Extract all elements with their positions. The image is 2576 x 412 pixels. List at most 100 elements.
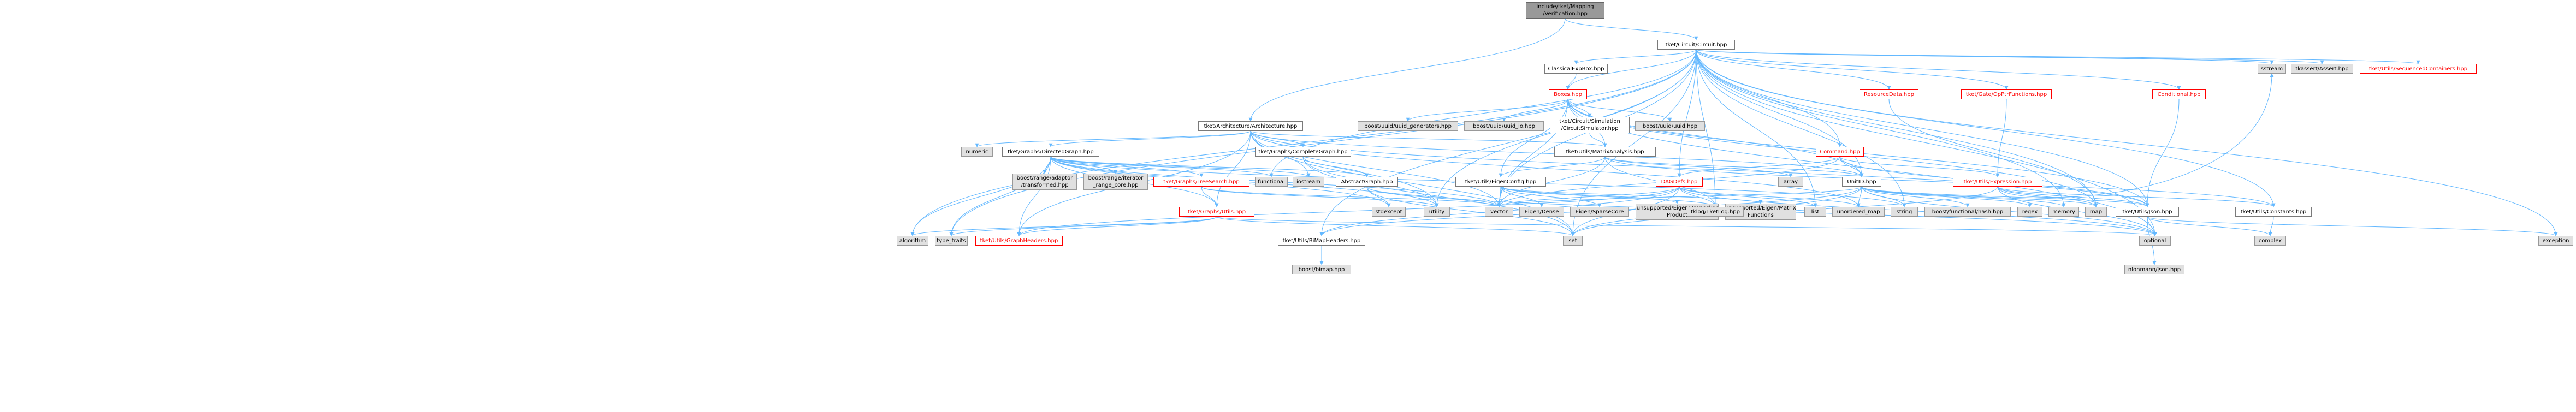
- node-completegraph-hpp[interactable]: tket/Graphs/CompleteGraph.hpp: [1255, 147, 1351, 157]
- node-eigen-dense[interactable]: Eigen/Dense: [1519, 207, 1564, 217]
- node-sstream[interactable]: sstream: [2258, 64, 2286, 74]
- node-dagdefs-hpp[interactable]: DAGDefs.hpp: [1656, 177, 1703, 187]
- include-edge: [1050, 156, 1369, 177]
- include-edge: [1319, 49, 1697, 236]
- node-graphs-utils-hpp[interactable]: tket/Graphs/Utils.hpp: [1179, 207, 1254, 217]
- node-bimapheaders-hpp[interactable]: tket/Utils/BiMapHeaders.hpp: [1278, 236, 1365, 246]
- include-edge: [1696, 49, 2558, 236]
- node-uuid-generators[interactable]: boost/uuid/uuid_generators.hpp: [1358, 121, 1458, 131]
- node-optional[interactable]: optional: [2139, 236, 2171, 246]
- include-edge: [1696, 49, 2273, 64]
- node-tkassert-hpp[interactable]: tkassert/Assert.hpp: [2291, 64, 2353, 74]
- node-verification-hpp[interactable]: include/tket/Mapping /Verification.hpp: [1526, 2, 1604, 19]
- node-range-adaptor-transformed[interactable]: boost/range/adaptor /transformed.hpp: [1012, 174, 1077, 190]
- node-directedgraph-hpp[interactable]: tket/Graphs/DirectedGraph.hpp: [1002, 147, 1099, 157]
- node-algorithm[interactable]: algorithm: [897, 236, 928, 246]
- include-edge: [1888, 99, 2098, 207]
- include-edge: [1566, 49, 1697, 90]
- node-set[interactable]: set: [1563, 236, 1583, 246]
- include-edge: [1500, 186, 1679, 204]
- node-architecture-hpp[interactable]: tket/Architecture/Architecture.hpp: [1198, 121, 1303, 131]
- node-map[interactable]: map: [2085, 207, 2107, 217]
- node-complex[interactable]: complex: [2254, 236, 2286, 246]
- node-stdexcept[interactable]: stdexcept: [1372, 207, 1406, 217]
- node-circuitsimulator-hpp[interactable]: tket/Circuit/Simulation /CircuitSimulato…: [1550, 117, 1630, 133]
- include-edge: [1302, 156, 1575, 236]
- node-numeric[interactable]: numeric: [961, 147, 993, 157]
- node-opptrfunctions-hpp[interactable]: tket/Gate/OpPtrFunctions.hpp: [1961, 89, 2052, 99]
- include-edge: [1861, 186, 2032, 207]
- node-string[interactable]: string: [1891, 207, 1918, 217]
- include-edge: [1861, 186, 2098, 207]
- include-edge: [949, 216, 1217, 236]
- node-unitid-hpp[interactable]: UnitID.hpp: [1842, 177, 1881, 187]
- include-edge: [1696, 49, 1906, 207]
- include-edge: [1839, 156, 2000, 177]
- node-matrixanalysis-hpp[interactable]: tket/Utils/MatrixAnalysis.hpp: [1554, 147, 1656, 157]
- include-edge: [1565, 18, 1698, 40]
- node-eigenconfig-hpp[interactable]: tket/Utils/EigenConfig.hpp: [1455, 177, 1546, 187]
- include-edge: [1248, 18, 1566, 122]
- node-functional[interactable]: functional: [1255, 177, 1288, 187]
- node-boost-bimap[interactable]: boost/bimap.hpp: [1292, 265, 1351, 274]
- node-range-iterator-core[interactable]: boost/range/iterator _range_core.hpp: [1083, 174, 1148, 190]
- include-edge: [1567, 99, 1672, 122]
- include-edge: [1856, 186, 1862, 207]
- node-iostream[interactable]: iostream: [1293, 177, 1324, 187]
- node-uuid-hpp[interactable]: boost/uuid/uuid.hpp: [1635, 121, 1705, 131]
- node-classicalexpbox-hpp[interactable]: ClassicalExpBox.hpp: [1544, 64, 1608, 74]
- include-edge: [1696, 49, 1817, 207]
- include-edge: [1497, 156, 1606, 207]
- node-type-traits[interactable]: type_traits: [935, 236, 968, 246]
- node-regex[interactable]: regex: [2017, 207, 2042, 217]
- include-edge: [1696, 49, 2066, 207]
- include-edge: [1302, 156, 1369, 177]
- node-tketlog-hpp[interactable]: tklog/TketLog.hpp: [1687, 207, 1744, 217]
- node-json-hpp[interactable]: tket/Utils/Json.hpp: [2116, 207, 2179, 217]
- include-edge: [1366, 186, 1575, 236]
- node-list[interactable]: list: [1804, 207, 1826, 217]
- include-edge: [1050, 156, 1274, 177]
- node-exception[interactable]: exception: [2538, 236, 2573, 246]
- include-edge: [2147, 216, 2272, 236]
- node-abstractgraph-hpp[interactable]: AbstractGraph.hpp: [1336, 177, 1398, 187]
- node-command-hpp[interactable]: Command.hpp: [1816, 147, 1864, 157]
- include-edge: [1696, 49, 1891, 90]
- include-edge: [1995, 99, 2007, 177]
- node-treesearch-hpp[interactable]: tket/Graphs/TreeSearch.hpp: [1153, 177, 1249, 187]
- node-expression-hpp[interactable]: tket/Utils/Expression.hpp: [1953, 177, 2042, 187]
- include-edge: [1201, 186, 1219, 207]
- node-utility[interactable]: utility: [1424, 207, 1450, 217]
- node-conditional-hpp[interactable]: Conditional.hpp: [2152, 89, 2206, 99]
- node-nlohmann-json[interactable]: nlohmann/json.hpp: [2124, 265, 2184, 274]
- include-edge: [1201, 186, 1439, 207]
- node-vector[interactable]: vector: [1485, 207, 1513, 217]
- include-edge: [1250, 130, 1861, 207]
- include-edge: [1250, 130, 1501, 207]
- node-resourcedata-hpp[interactable]: ResourceData.hpp: [1860, 89, 1918, 99]
- include-edge: [1502, 99, 1568, 122]
- node-eigen-sparsecore[interactable]: Eigen/SparseCore: [1570, 207, 1629, 217]
- include-edge: [975, 130, 1251, 147]
- node-memory[interactable]: memory: [2048, 207, 2079, 217]
- include-edge: [1500, 186, 1718, 207]
- include-edge: [1677, 49, 1697, 177]
- node-unordered-map[interactable]: unordered_map: [1832, 207, 1885, 217]
- node-boost-functional-hash[interactable]: boost/functional/hash.hpp: [1924, 207, 2011, 217]
- node-boxes-hpp[interactable]: Boxes.hpp: [1549, 89, 1587, 99]
- node-array[interactable]: array: [1778, 177, 1803, 187]
- node-constants-hpp[interactable]: tket/Utils/Constants.hpp: [2235, 207, 2312, 217]
- node-sequencedcontainers-hpp[interactable]: tket/Utils/SequencedContainers.hpp: [2360, 64, 2477, 74]
- include-edge: [1997, 186, 2098, 207]
- node-uuid-io[interactable]: boost/uuid/uuid_io.hpp: [1464, 121, 1544, 131]
- include-edge: [1050, 156, 1311, 177]
- include-edge: [1679, 186, 1817, 207]
- include-edge: [1696, 49, 2181, 90]
- include-edge: [1566, 73, 1577, 90]
- node-graphheaders-hpp[interactable]: tket/Utils/GraphHeaders.hpp: [975, 236, 1063, 246]
- include-edge: [1406, 99, 1568, 122]
- node-circuit-hpp[interactable]: tket/Circuit/Circuit.hpp: [1657, 40, 1735, 50]
- include-edge: [2145, 99, 2180, 207]
